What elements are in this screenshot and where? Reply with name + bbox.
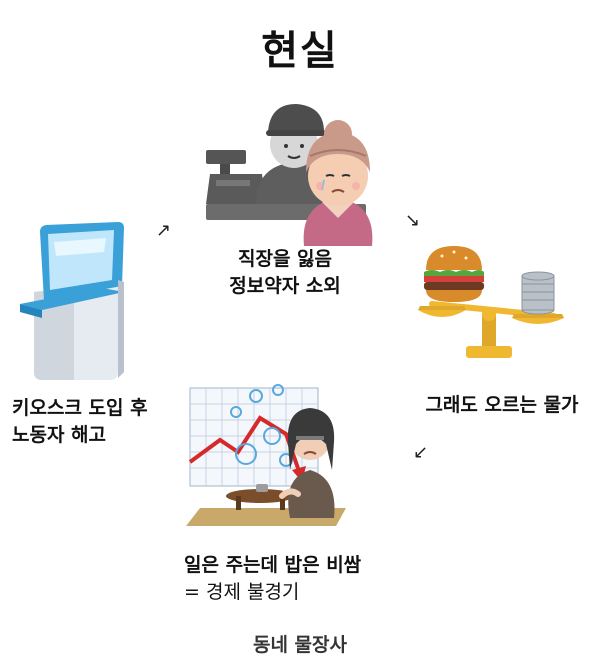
arrow-kiosk-to-job: ↗	[156, 220, 172, 241]
step-price-line1: 그래도 오르는 물가	[425, 394, 579, 416]
step-economy-caption: 일은 주는데 밥은 비쌈 = 경제 불경기	[184, 552, 361, 606]
arrow-price-to-economy: ↙	[413, 442, 429, 463]
step-kiosk-line1: 키오스크 도입 후	[12, 397, 148, 419]
page-title: 현실	[261, 28, 339, 74]
cutoff-text: 동네 물장사	[252, 634, 347, 656]
recession-icon	[186, 378, 362, 526]
burger-scale-icon	[418, 240, 578, 364]
step-economy-line2: = 경제 불경기	[184, 581, 300, 603]
step-job-caption: 직장을 잃음 정보약자 소외	[210, 246, 360, 300]
step-job-line2: 정보약자 소외	[229, 275, 341, 297]
step-kiosk-caption: 키오스크 도입 후 노동자 해고	[12, 395, 148, 449]
step-job-line1: 직장을 잃음	[237, 248, 332, 270]
arrow-job-to-price: ↘	[405, 210, 421, 231]
kiosk-icon	[14, 222, 136, 382]
step-economy-line1: 일은 주는데 밥은 비쌈	[184, 554, 362, 576]
step-price-caption: 그래도 오르는 물가	[414, 392, 590, 419]
step-kiosk-line2: 노동자 해고	[12, 424, 107, 446]
cashier-elderly-icon	[200, 94, 400, 246]
